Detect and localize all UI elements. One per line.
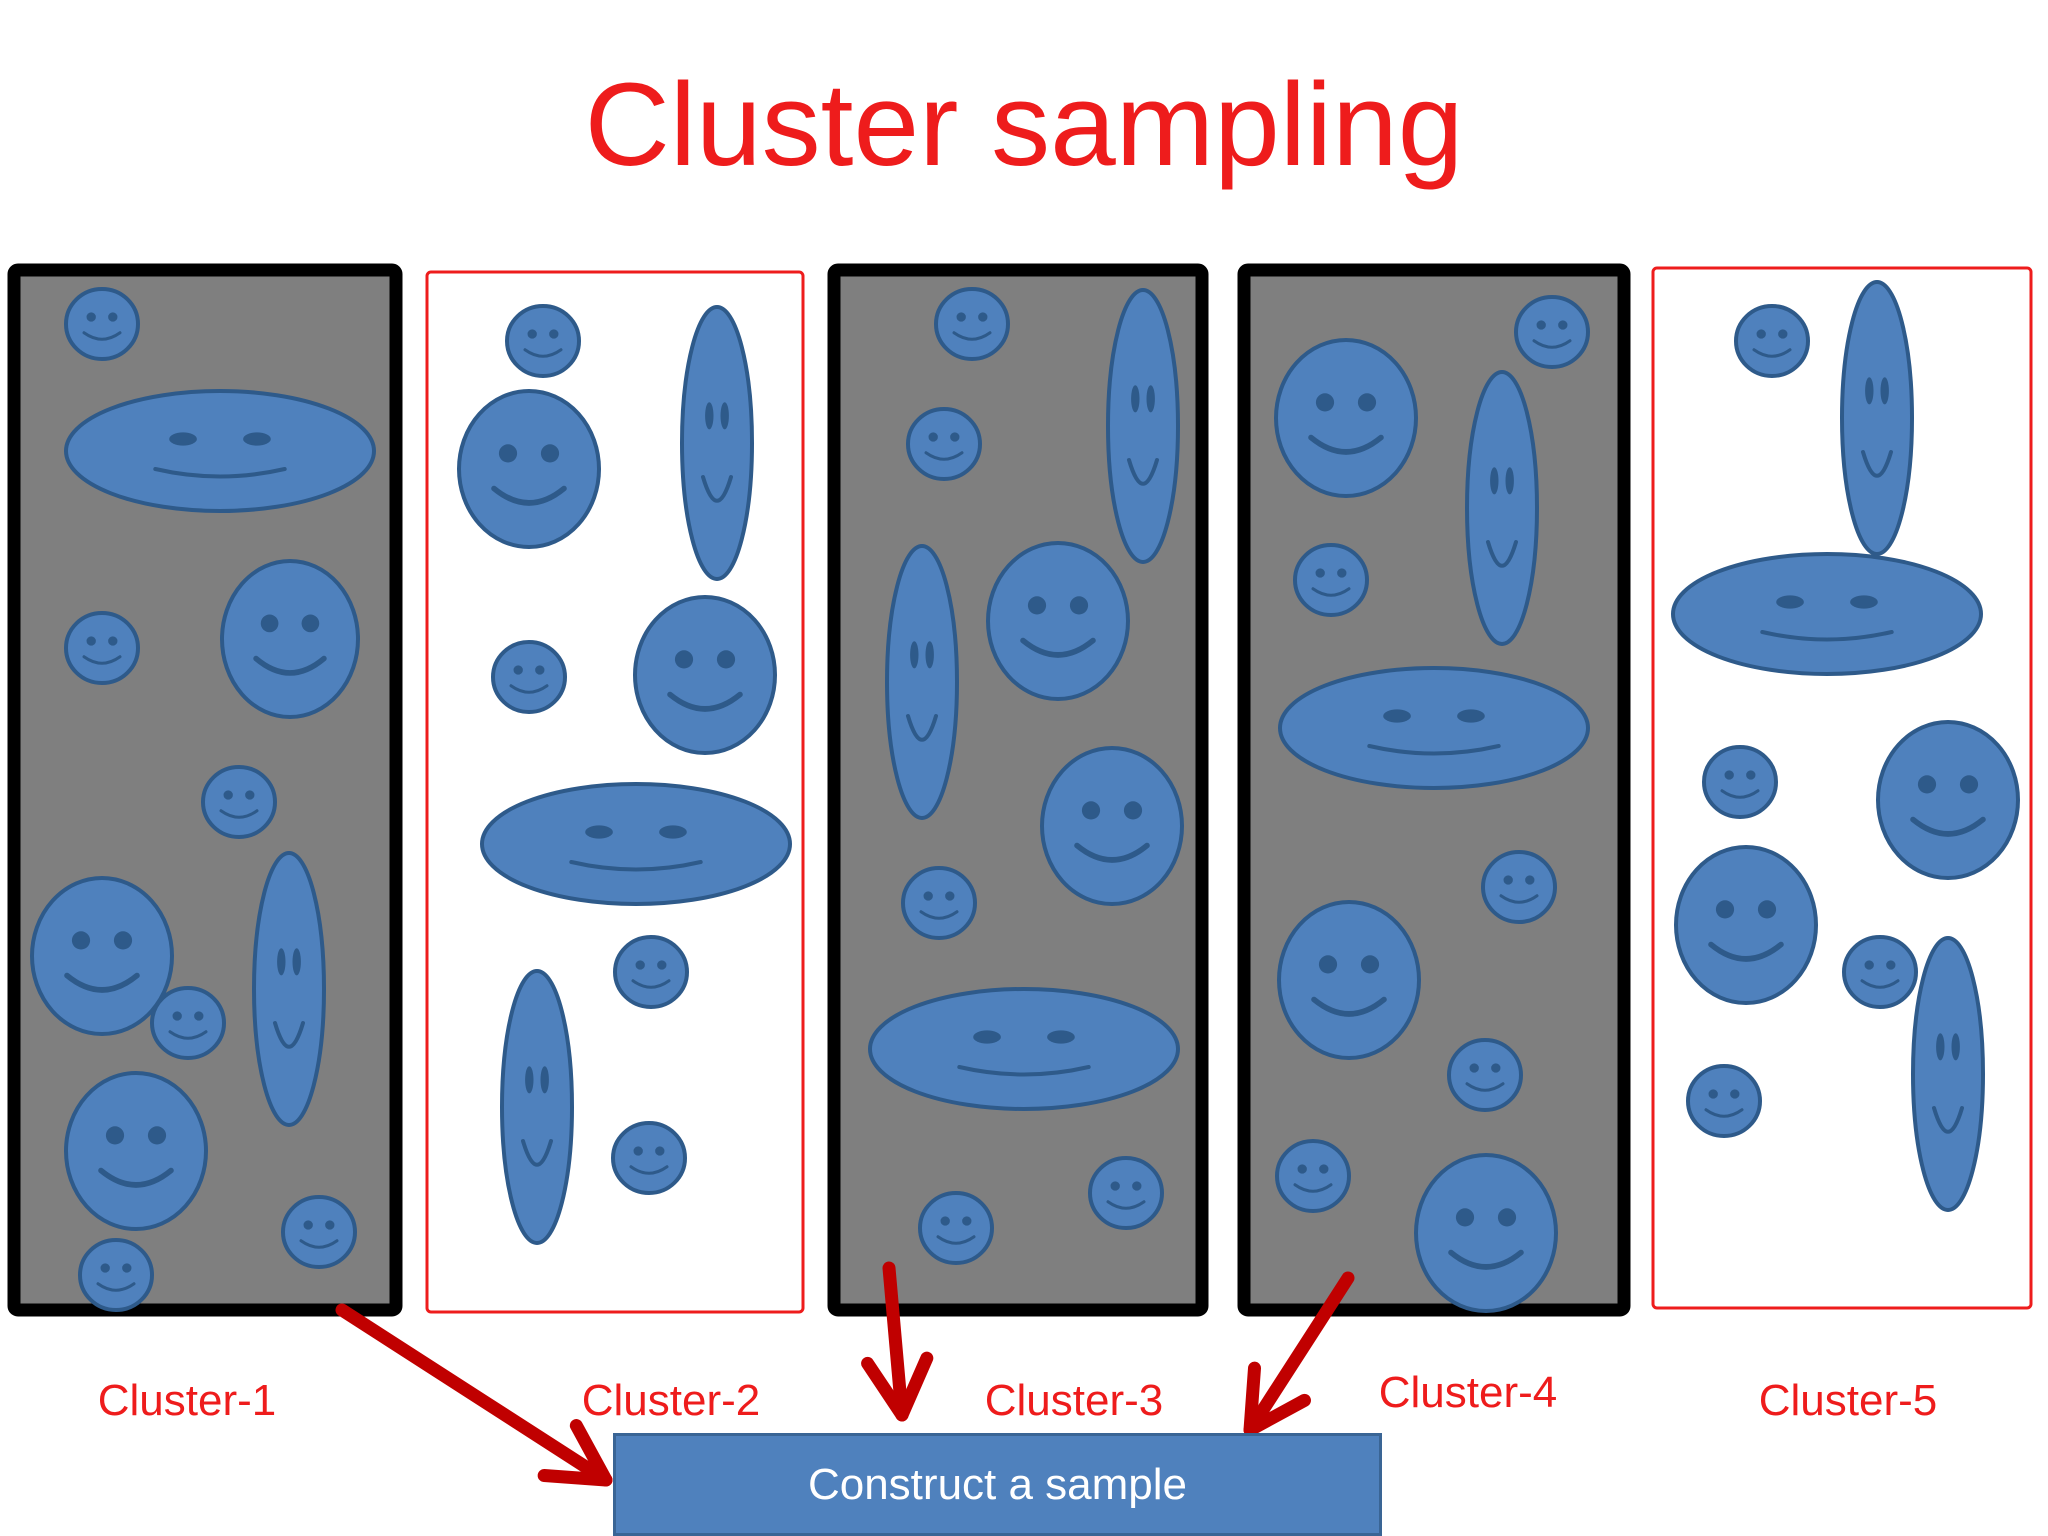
smiley-face-icon [220,559,360,719]
smiley-face-icon [1911,936,1985,1212]
smiley-face-icon [633,595,777,755]
smiley-face-icon [934,287,1010,361]
smiley-face-icon [457,389,601,549]
construct-sample-label: Construct a sample [807,1459,1188,1509]
cluster-1-label: Cluster-1 [97,1376,277,1425]
smiley-face-icon [885,544,959,820]
smiley-face-icon [1686,1064,1762,1138]
smiley-face-icon [491,640,567,714]
smiley-face-icon [1278,666,1590,790]
smiley-face-icon [64,287,140,361]
smiley-face-icon [613,935,689,1009]
smiley-face-icon [78,1238,154,1312]
smiley-face-icon [1277,900,1421,1060]
smiley-face-icon [1842,935,1918,1009]
smiley-face-icon [150,986,226,1060]
smiley-face-icon [906,407,982,481]
smiley-face-icon [918,1191,994,1265]
cluster-2-label: Cluster-2 [581,1376,761,1425]
arrow-icon [1243,1271,1355,1437]
smiley-face-icon [30,876,174,1036]
smiley-face-icon [1514,295,1590,369]
smiley-face-icon [901,866,977,940]
smiley-face-icon [1876,720,2020,880]
arrow-icon [861,1261,934,1422]
smiley-face-icon [64,389,376,513]
smiley-face-icon [1674,845,1818,1005]
smiley-face-icon [1088,1156,1164,1230]
smiley-face-icon [1274,338,1418,498]
smiley-face-icon [505,304,581,378]
cluster-5-label: Cluster-5 [1758,1376,1938,1425]
smiley-face-icon [611,1121,687,1195]
smiley-face-icon [1465,370,1539,646]
smiley-face-icon [480,782,792,906]
smiley-face-icon [252,851,326,1127]
smiley-face-icon [1671,552,1983,676]
smiley-face-icon [1040,746,1184,906]
smiley-face-icon [1702,745,1778,819]
smiley-face-icon [281,1195,357,1269]
smiley-face-icon [1840,280,1914,556]
smiley-face-icon [1293,543,1369,617]
smiley-face-icon [986,541,1130,701]
smiley-face-icon [64,1071,208,1231]
construct-sample-box: Construct a sample [613,1433,1382,1536]
smiley-face-icon [1481,850,1557,924]
cluster-4-label: Cluster-4 [1378,1368,1558,1417]
page-title: Cluster sampling [584,59,1464,191]
smiley-face-icon [680,305,754,581]
smiley-face-icon [201,765,277,839]
arrow-icon [335,1303,613,1487]
smiley-face-icon [500,969,574,1245]
smiley-face-icon [1447,1038,1523,1112]
cluster-3-label: Cluster-3 [984,1376,1164,1425]
smiley-face-icon [1106,288,1180,564]
smiley-face-icon [1734,304,1810,378]
smiley-face-icon [1414,1153,1558,1313]
smiley-face-icon [64,611,140,685]
smiley-face-icon [868,987,1180,1111]
smiley-face-icon [1275,1139,1351,1213]
